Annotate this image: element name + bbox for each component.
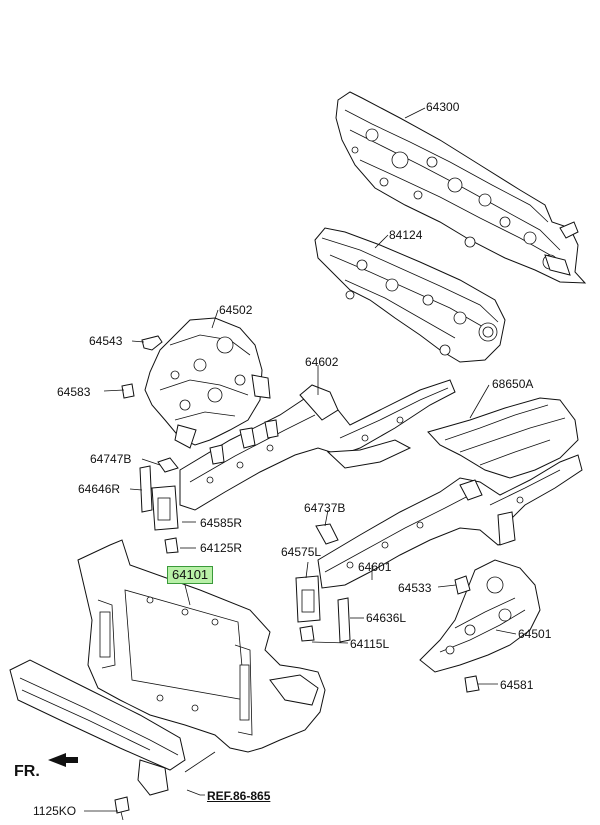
label-64602[interactable]: 64602 xyxy=(305,355,339,369)
label-64583[interactable]: 64583 xyxy=(57,385,91,399)
label-64300[interactable]: 64300 xyxy=(426,100,460,114)
bumper-beam-part[interactable] xyxy=(9,659,186,796)
bracket-64581-part[interactable] xyxy=(464,675,480,693)
label-64501[interactable]: 64501 xyxy=(518,627,552,641)
front-end-carrier-part[interactable] xyxy=(77,539,326,753)
plate-64636L-part[interactable] xyxy=(337,597,351,643)
apron-left-part[interactable] xyxy=(144,317,271,449)
label-64585R[interactable]: 64585R xyxy=(200,516,243,530)
heat-protector-part[interactable] xyxy=(427,397,579,479)
label-64636L[interactable]: 64636L xyxy=(366,611,407,625)
plate-64646R-part[interactable] xyxy=(139,465,153,513)
front-direction-label: FR. xyxy=(14,763,40,780)
front-direction-arrow-icon xyxy=(48,753,78,767)
label-84124[interactable]: 84124 xyxy=(389,228,423,242)
bracket-64737B-part[interactable] xyxy=(315,523,339,545)
nut-64125R-part[interactable] xyxy=(164,537,179,554)
side-member-right-part[interactable] xyxy=(317,454,583,589)
reinforcement-64585R-part[interactable] xyxy=(151,485,179,531)
label-64747B[interactable]: 64747B xyxy=(90,452,132,466)
label-64125R[interactable]: 64125R xyxy=(200,541,243,555)
label-64502[interactable]: 64502 xyxy=(219,303,253,317)
label-1125KO[interactable]: 1125KO xyxy=(33,804,77,818)
bolt-1125KO-part[interactable] xyxy=(114,796,130,821)
label-64533[interactable]: 64533 xyxy=(398,581,432,595)
label-64575L[interactable]: 64575L xyxy=(281,545,322,559)
dash-panel-part[interactable] xyxy=(335,91,587,284)
label-64646R[interactable]: 64646R xyxy=(78,482,121,496)
apron-right-part[interactable] xyxy=(419,559,541,673)
reference-link[interactable]: REF.86-865 xyxy=(207,789,271,803)
leader-lines xyxy=(84,107,517,812)
label-64115L[interactable]: 64115L xyxy=(350,637,390,651)
cowl-panel-part[interactable] xyxy=(314,227,506,363)
label-64581[interactable]: 64581 xyxy=(500,678,534,692)
side-member-left-part[interactable] xyxy=(179,379,456,511)
bracket-64543-part[interactable] xyxy=(141,335,163,351)
bracket-64533-part[interactable] xyxy=(454,575,471,595)
label-64543[interactable]: 64543 xyxy=(89,334,123,348)
reinforcement-64575L-part[interactable] xyxy=(295,575,321,623)
bracket-64747B-part[interactable] xyxy=(157,457,179,473)
label-64101-highlighted[interactable]: 64101 xyxy=(167,566,214,584)
label-68650A[interactable]: 68650A xyxy=(492,377,534,391)
label-64737B[interactable]: 64737B xyxy=(304,501,346,515)
label-64601[interactable]: 64601 xyxy=(358,560,392,574)
bracket-64583-part[interactable] xyxy=(121,383,135,399)
nut-64115L-part[interactable] xyxy=(299,625,315,642)
